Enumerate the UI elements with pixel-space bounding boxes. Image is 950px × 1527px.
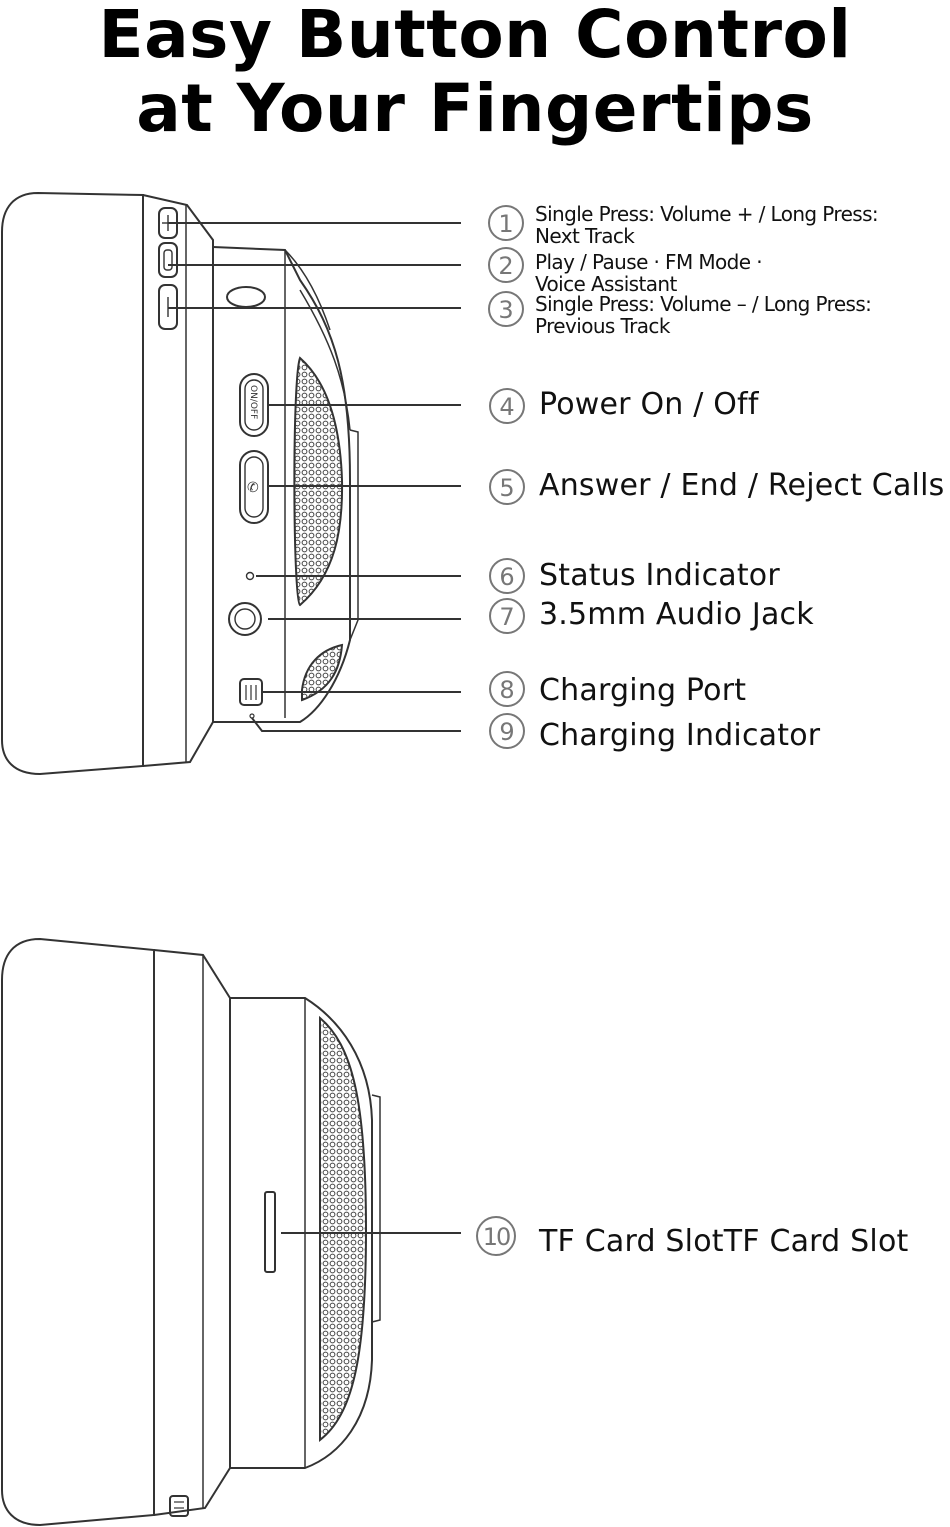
- housing-rim-bottom: [153, 949, 231, 1516]
- earcup-top: [0, 191, 359, 776]
- housing-rim-top: [142, 194, 214, 767]
- callout-label-1: Single Press: Volume + / Long Press: Nex…: [535, 202, 879, 248]
- callout-2-line-1: Play / Pause · FM Mode ·: [535, 250, 763, 274]
- number-circle-5: [489, 469, 525, 505]
- housing-body-top: [212, 246, 351, 723]
- callout-label-10: TF Card SlotTF Card Slot: [539, 1224, 909, 1259]
- number-5: 5: [499, 474, 514, 502]
- number-9: 9: [499, 718, 514, 746]
- ear-cushion-bottom: [0, 937, 155, 1527]
- power-button-label: ON/OFF: [248, 385, 258, 419]
- speaker-mesh-top: [293, 356, 344, 607]
- callout-1-line-1: Single Press: Volume + / Long Press:: [535, 202, 879, 226]
- tf-card-slot: [264, 1191, 276, 1273]
- callout-label-9: Charging Indicator: [539, 718, 821, 753]
- number-circle-1: [488, 205, 524, 241]
- callout-label-5: Answer / End / Reject Calls: [539, 468, 945, 503]
- number-circle-7: [489, 598, 525, 634]
- number-7: 7: [499, 603, 514, 631]
- number-4: 4: [499, 393, 514, 421]
- callout-label-3: Single Press: Volume – / Long Press: Pre…: [535, 292, 872, 338]
- housing-body-bottom: [230, 997, 373, 1469]
- number-circle-4: [489, 388, 525, 424]
- number-1: 1: [498, 210, 513, 238]
- number-6: 6: [499, 563, 514, 591]
- callout-label-8: Charging Port: [539, 673, 747, 708]
- callout-label-6: Status Indicator: [539, 558, 780, 593]
- number-circle-3: [488, 291, 524, 327]
- speaker-mesh-bottom: [319, 1015, 368, 1443]
- phone-icon: ✆: [247, 480, 259, 496]
- charging-indicator-dot: [249, 713, 255, 719]
- page-title: Easy Button Control at Your Fingertips: [0, 0, 950, 146]
- callout-3-line-1: Single Press: Volume – / Long Press:: [535, 292, 872, 316]
- callout-1-line-2: Next Track: [535, 224, 635, 248]
- bottom-port: [169, 1495, 189, 1517]
- play-pause-button: [158, 242, 178, 278]
- number-3: 3: [498, 296, 513, 324]
- ear-cushion-top: [0, 191, 144, 776]
- housing-badge-top: [226, 286, 266, 308]
- status-indicator-dot: [245, 571, 255, 581]
- number-circle-6: [489, 558, 525, 594]
- number-circle-10: [476, 1216, 516, 1256]
- leader-lines-top: [168, 222, 461, 732]
- callout-3-line-2: Previous Track: [535, 314, 670, 338]
- number-circles: [476, 205, 525, 1256]
- number-circle-8: [489, 671, 525, 707]
- title-line-2: at Your Fingertips: [136, 70, 814, 147]
- audio-jack: [228, 602, 262, 636]
- number-10: 10: [483, 1223, 510, 1251]
- callout-label-7: 3.5mm Audio Jack: [539, 597, 814, 632]
- number-circle-9: [489, 713, 525, 749]
- number-circle-2: [488, 247, 524, 283]
- earcup-bottom: [0, 937, 461, 1527]
- number-2: 2: [498, 252, 513, 280]
- callout-label-4: Power On / Off: [539, 387, 759, 422]
- callout-2-line-2: Voice Assistant: [535, 272, 677, 296]
- title-line-1: Easy Button Control: [98, 0, 852, 73]
- number-8: 8: [499, 676, 514, 704]
- callout-label-2: Play / Pause · FM Mode · Voice Assistant: [535, 250, 763, 296]
